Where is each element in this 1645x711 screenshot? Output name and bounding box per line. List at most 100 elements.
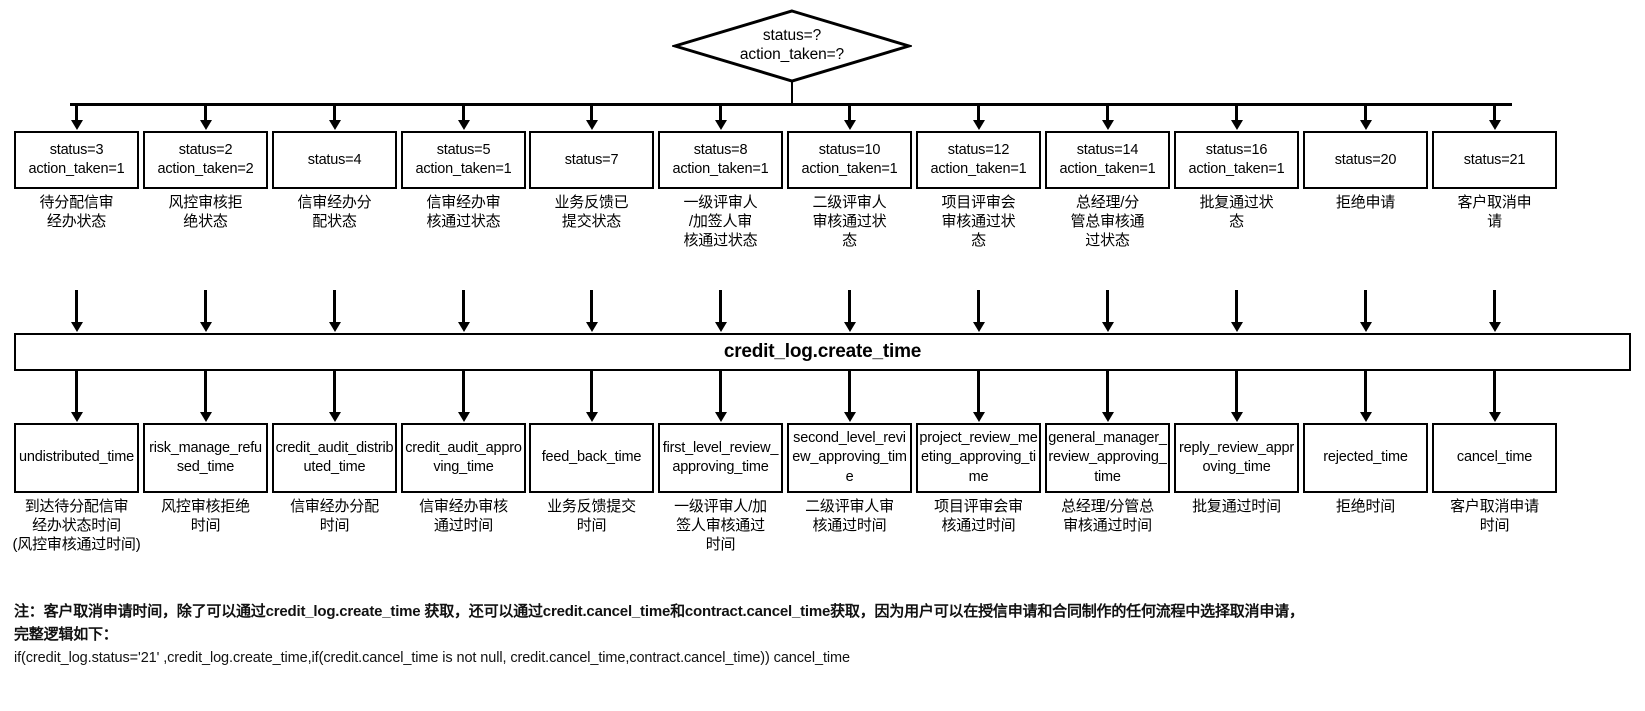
arrow-head-icon [714,322,727,332]
field-caption-2: 风控审核拒绝时间 [161,498,250,535]
field-caption-7: 二级评审人审核通过时间 [805,498,894,535]
field-caption-9: 总经理/分管总审核通过时间 [1061,498,1154,535]
action-taken-value: action_taken=2 [157,161,254,177]
arrow-head-icon [457,322,470,332]
status-node-11: status=20 [1303,131,1428,189]
arrow-head-icon [585,412,598,422]
field-node-1: undistributed_time [14,423,139,493]
arrow-head-icon [585,120,598,130]
status-value: status=14 [1076,142,1139,159]
status-caption-1: 待分配信审经办状态 [39,194,114,231]
status-value: status=3 [49,142,104,159]
field-name: project_review_meeting_approving_time [919,430,1038,485]
status-caption-5: 业务反馈已提交状态 [554,194,629,231]
arrow-head-icon [843,120,856,130]
bar-to-field-connector [848,371,851,413]
action-taken-value: action_taken=1 [930,161,1027,177]
status-value: status=21 [1463,151,1526,168]
status-caption-4: 信审经办审核通过状态 [426,194,501,231]
arrow-head-icon [457,412,470,422]
status-value: status=7 [564,151,619,168]
field-node-3: credit_audit_distributed_time [272,423,397,493]
field-node-11: rejected_time [1303,423,1428,493]
field-caption-11: 拒绝时间 [1335,498,1396,515]
create-time-bar-label: credit_log.create_time [723,341,922,362]
diamond-shape [672,9,912,83]
arrow-head-icon [199,322,212,332]
arrow-head-icon [70,120,83,130]
arrow-head-icon [585,322,598,332]
action-taken-value: action_taken=1 [28,161,125,177]
field-caption-3: 信审经办分配时间 [290,498,379,535]
decision-node: status=? action_taken=? [672,8,912,84]
bar-to-field-connector [1235,371,1238,413]
trunk-line [790,82,793,104]
status-node-9: status=14 action_taken=1 [1045,131,1170,189]
status-caption-2: 风控审核拒绝状态 [168,194,243,231]
field-node-2: risk_manage_refused_time [143,423,268,493]
status-node-2: status=2 action_taken=2 [143,131,268,189]
arrow-head-icon [972,322,985,332]
bus-to-status-connector [1364,103,1367,121]
status-caption-10: 批复通过状态 [1199,194,1274,231]
status-value: status=12 [947,142,1010,159]
status-value: status=20 [1334,151,1397,168]
status-node-1: status=3 action_taken=1 [14,131,139,189]
arrow-head-icon [843,322,856,332]
arrow-head-icon [1230,322,1243,332]
status-caption-11: 拒绝申请 [1335,194,1396,211]
action-taken-value: action_taken=1 [1188,161,1285,177]
arrow-head-icon [199,120,212,130]
bar-to-field-connector [204,371,207,413]
fanout-bus [70,103,1512,106]
status-value: status=5 [436,142,491,159]
arrow-head-icon [1488,120,1501,130]
field-caption-4: 信审经办审核通过时间 [419,498,508,535]
status-to-bar-connector [1106,290,1109,323]
decision-action-label: action_taken=? [739,46,845,63]
bus-to-status-connector [848,103,851,121]
arrow-head-icon [1230,120,1243,130]
bus-to-status-connector [590,103,593,121]
arrow-head-icon [199,412,212,422]
field-caption-6: 一级评审人/加签人审核通过时间 [674,498,767,554]
arrow-head-icon [328,120,341,130]
status-value: status=4 [307,151,362,168]
field-node-4: credit_audit_approving_time [401,423,526,493]
status-caption-6: 一级评审人/加签人审核通过状态 [683,194,758,250]
arrow-head-icon [972,412,985,422]
action-taken-value: action_taken=1 [1059,161,1156,177]
field-caption-1: 到达待分配信审经办状态时间(风控审核通过时间) [12,498,141,554]
bar-to-field-connector [1364,371,1367,413]
bus-to-status-connector [1493,103,1496,121]
field-name: undistributed_time [19,449,134,466]
arrow-head-icon [1359,120,1372,130]
arrow-head-icon [328,412,341,422]
arrow-head-icon [70,412,83,422]
status-value: status=2 [178,142,233,159]
arrow-head-icon [70,322,83,332]
bar-to-field-connector [719,371,722,413]
arrow-head-icon [1101,412,1114,422]
field-caption-10: 批复通过时间 [1192,498,1281,515]
action-taken-value: action_taken=1 [801,161,898,177]
field-node-6: first_level_review_approving_time [658,423,783,493]
field-name: first_level_review_approving_time [662,439,779,475]
bus-to-status-connector [719,103,722,121]
arrow-head-icon [1488,412,1501,422]
arrow-head-icon [328,322,341,332]
field-caption-5: 业务反馈提交时间 [547,498,636,535]
status-caption-8: 项目评审会审核通过状态 [941,194,1016,250]
create-time-bar: credit_log.create_time [14,333,1631,371]
status-to-bar-connector [75,290,78,323]
status-to-bar-connector [1364,290,1367,323]
status-caption-3: 信审经办分配状态 [297,194,372,231]
field-caption-8: 项目评审会审核通过时间 [934,498,1023,535]
bus-to-status-connector [75,103,78,121]
bus-to-status-connector [462,103,465,121]
arrow-head-icon [1101,120,1114,130]
bar-to-field-connector [590,371,593,413]
